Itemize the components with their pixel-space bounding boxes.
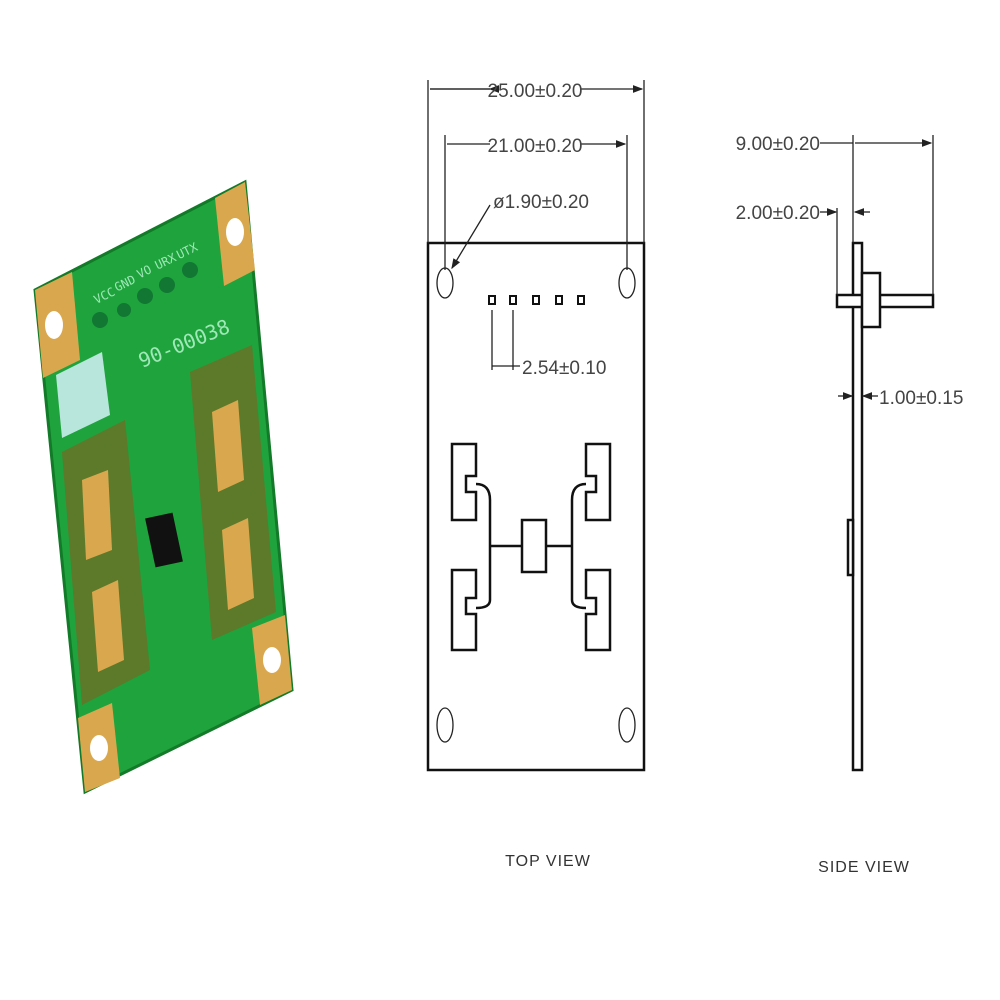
antenna-patch bbox=[222, 518, 254, 610]
antenna-area-right bbox=[190, 345, 276, 640]
side-view-label: SIDE VIEW bbox=[818, 859, 910, 876]
chip bbox=[145, 512, 183, 568]
header-pin bbox=[835, 293, 935, 309]
pcb-photo: VCC GND VO URX UTX 90-00038 bbox=[33, 179, 294, 795]
top-view: 25.00±0.20 21.00±0.20 ø1.90±0.20 2.54±0.… bbox=[426, 80, 646, 870]
mounting-hole bbox=[45, 311, 63, 339]
dim-pin-offset: 2.00±0.20 bbox=[736, 203, 820, 224]
board-edge bbox=[851, 241, 864, 772]
mounting-hole bbox=[226, 218, 244, 246]
antenna-pattern bbox=[450, 442, 612, 652]
dim-hole-spacing: 21.00±0.20 bbox=[488, 136, 583, 157]
top-view-label: TOP VIEW bbox=[505, 853, 591, 870]
header-block bbox=[860, 271, 882, 329]
component bbox=[846, 518, 855, 577]
dim-pin-length: 9.00±0.20 bbox=[736, 134, 820, 155]
side-view: 9.00±0.20 2.00±0.20 1.00±0.15 SIDE VIEW bbox=[736, 134, 964, 876]
antenna-patch bbox=[212, 400, 244, 492]
dim-pin-pitch: 2.54±0.10 bbox=[522, 358, 606, 379]
dim-overall-width: 25.00±0.20 bbox=[488, 81, 583, 102]
label-area bbox=[56, 352, 110, 438]
antenna-patch bbox=[82, 470, 112, 560]
dim-board-thickness: 1.00±0.15 bbox=[879, 388, 963, 409]
pin-pads bbox=[488, 295, 585, 305]
pin-holes bbox=[92, 262, 198, 328]
pin-label: VO bbox=[135, 262, 154, 281]
antenna-patch bbox=[92, 580, 124, 672]
dim-hole-diameter: ø1.90±0.20 bbox=[493, 192, 589, 213]
hole bbox=[618, 707, 636, 743]
mounting-hole bbox=[90, 735, 108, 761]
mounting-hole bbox=[263, 647, 281, 673]
hole bbox=[436, 707, 454, 743]
